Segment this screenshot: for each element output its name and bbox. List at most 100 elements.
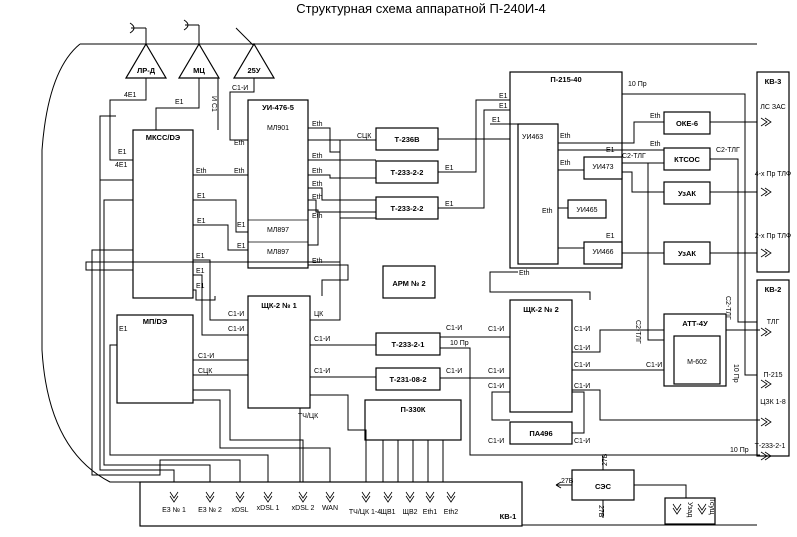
ses-27v-up: 27В <box>602 453 609 466</box>
uzak2-label: УзАК <box>678 249 696 258</box>
ui476-sck-label: СЦК <box>357 133 372 140</box>
t2332a-label: Т-233-2-2 <box>391 168 424 177</box>
ui476-eth-out6: Eth <box>312 213 323 220</box>
mc-ic1-label: И С1 <box>210 96 217 112</box>
shk2-c1i-a: С1-И <box>488 326 504 333</box>
shk2-c1i-d: С1-И <box>574 326 590 333</box>
mkss-block <box>132 129 194 299</box>
kv1-port-9: ЩВ2 <box>402 509 417 516</box>
antenna-25u-label: 25У <box>247 66 260 75</box>
pa496-c1i-b: С1-И <box>574 438 590 445</box>
ml901-label: МЛ901 <box>267 125 289 132</box>
power-port-1: Узад <box>686 502 693 517</box>
p215-10pr: 10 Пр <box>628 81 647 88</box>
kv2-c2tlg: С2-ТЛГ <box>724 296 731 320</box>
kv3-port-3: 2-х Пр ТЛФ <box>755 233 792 240</box>
shk2-c1i-e: С1-И <box>574 345 590 352</box>
diagram-title: Структурная схема аппаратной П-240И-4 <box>296 1 546 16</box>
ui463-eth2: Eth <box>560 160 571 167</box>
p215-e1-b: Е1 <box>499 103 508 110</box>
kv1-block <box>139 481 523 527</box>
shk2-c1i-g: С1-И <box>574 383 590 390</box>
ui473-block <box>583 156 623 180</box>
m602-label: М-602 <box>687 359 707 366</box>
ui476-eth-in: Eth <box>234 140 245 147</box>
shk1-c1i-b: С1-И <box>228 326 244 333</box>
kv1-port-5: xDSL 2 <box>292 505 315 512</box>
antenna-lrd: ЛР-Д <box>124 22 168 79</box>
kv1-connectors <box>169 491 456 503</box>
p330k-label: П-330К <box>401 405 426 414</box>
kv1-port-11: Eth2 <box>444 509 459 516</box>
shk1-label: ЩК-2 № 1 <box>261 301 297 310</box>
kv2-port-1: ТЛГ <box>767 319 780 326</box>
shk1-c1i-d: С1-И <box>314 368 330 375</box>
t2332_1-c1i: С1-И <box>446 325 462 332</box>
kv3-block <box>756 71 790 273</box>
kv2-port-4: Т-233-2-1 <box>755 443 786 450</box>
kv1-port-1: Е3 № 1 <box>162 507 186 514</box>
antenna-mc: МЦ <box>177 19 221 79</box>
ui466-e1: Е1 <box>606 233 615 240</box>
t23108-label: Т-231-08-2 <box>389 375 426 384</box>
t236v-label: Т-236В <box>394 135 420 144</box>
shk1-block <box>247 295 311 409</box>
arm2-label: АРМ № 2 <box>392 279 425 288</box>
mc-e1-label: Е1 <box>175 99 184 106</box>
kv1-port-3: xDSL <box>231 507 248 514</box>
arm2-eth: Eth <box>519 270 530 277</box>
ml897a-label: МЛ897 <box>267 227 289 234</box>
mkss-e1-in: Е1 <box>118 149 127 156</box>
ml897b-label: МЛ897 <box>267 249 289 256</box>
kv2-10pr-vert: 10 Пр <box>732 364 739 383</box>
ui476-e1-b: Е1 <box>237 243 246 250</box>
p21540-label: П-215-40 <box>550 75 581 84</box>
kv2-port-3: ЦЗК 1-8 <box>760 399 786 406</box>
ui476-eth-out2: Eth <box>312 153 323 160</box>
t2332_1-label: Т-233-2-1 <box>392 340 425 349</box>
ui463-eth1: Eth <box>560 133 571 140</box>
ktsos-label: КТСОС <box>674 155 700 164</box>
kv1-port-4: xDSL 1 <box>257 505 280 512</box>
oke6-block <box>663 111 711 135</box>
ui476-eth-out5: Eth <box>312 194 323 201</box>
kv1-label: КВ-1 <box>500 512 517 521</box>
kv3-port-1: ЛС ЗАС <box>760 104 785 111</box>
ui476-eth-out4: Eth <box>312 181 323 188</box>
mkss-4e1-label: 4Е1 <box>115 162 128 169</box>
mp-sck: СЦК <box>198 368 213 375</box>
ui463-label: УИ463 <box>522 134 543 141</box>
antenna-mc-label: МЦ <box>193 66 205 75</box>
t2332a-e1: Е1 <box>445 165 454 172</box>
ktsos-c2tlg-in: С2-ТЛГ <box>622 153 646 160</box>
ui465-label: УИ465 <box>576 207 597 214</box>
ui463-eth3: Eth <box>542 208 553 215</box>
ui476-e1-a: Е1 <box>237 222 246 229</box>
mkss-e1-d: Е1 <box>196 268 205 275</box>
mkss-e1-c: Е1 <box>196 253 205 260</box>
shk1-tchck: ТЧ/ЦК <box>298 413 319 420</box>
ktsos-c2tlg-out: С2-ТЛГ <box>716 147 740 154</box>
kv1-port-10: Eth1 <box>423 509 438 516</box>
kv2-port-2: П-215 <box>763 372 782 379</box>
power-panel <box>664 497 716 525</box>
kv2-label: КВ-2 <box>765 285 782 294</box>
antenna-lrd-label: ЛР-Д <box>137 66 156 75</box>
pa496-c1i-a: С1-И <box>488 438 504 445</box>
lrd-4e1-label: 4Е1 <box>124 92 137 99</box>
25u-c1i-label: С1-И <box>232 85 248 92</box>
uzak1-block <box>663 181 711 205</box>
p215-e1-a: Е1 <box>499 93 508 100</box>
kv2-10pr: 10 Пр <box>730 447 749 454</box>
kv1-port-8: ЩВ1 <box>380 509 395 516</box>
mkss-label: МКСС/DЭ <box>146 133 181 142</box>
mkss-e1-e: Е1 <box>196 283 205 290</box>
mkss-e1-a: Е1 <box>197 193 206 200</box>
oke6-label: ОКЕ-6 <box>676 119 698 128</box>
pa496-label: ПА496 <box>529 429 552 438</box>
shk2-c1i-c: С1-И <box>488 383 504 390</box>
t2332b-label: Т-233-2-2 <box>391 204 424 213</box>
ui476-block <box>247 99 309 269</box>
ktsos-eth-in: Eth <box>650 141 661 148</box>
